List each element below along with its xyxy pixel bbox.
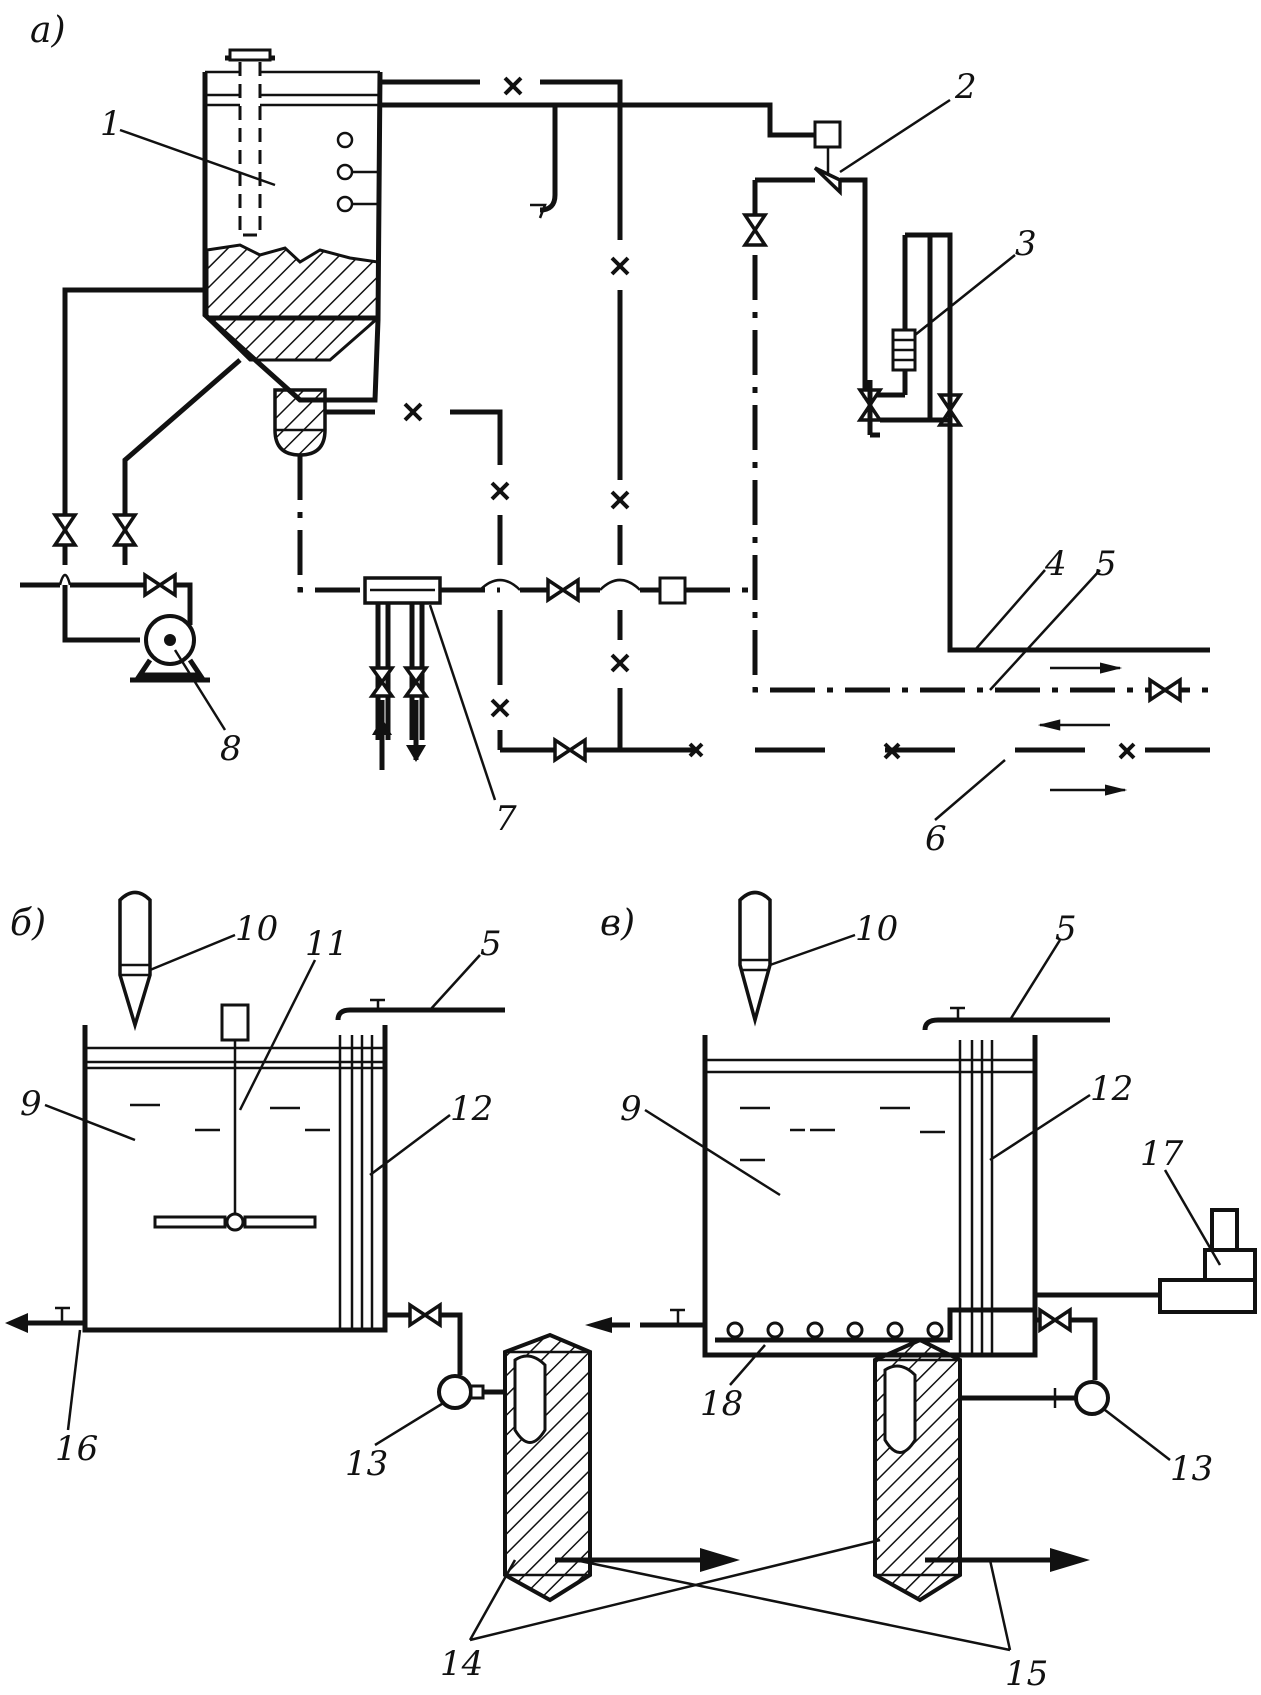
compressor-17	[1158, 1208, 1257, 1314]
pump-8	[130, 614, 210, 683]
label-5-c: 5	[1055, 909, 1077, 949]
level-sensor-10-b	[118, 890, 152, 1032]
label-1: 1	[100, 104, 122, 144]
label-18: 18	[700, 1384, 743, 1424]
valve-8b	[111, 513, 139, 547]
valve-line-5	[1148, 676, 1182, 704]
valve-8a	[51, 513, 79, 547]
label-6: 6	[925, 819, 947, 859]
panel-label-a: а)	[30, 10, 66, 51]
controller-2-head	[813, 120, 842, 149]
label-9-c: 9	[620, 1089, 642, 1129]
tank-9-c	[702, 1035, 1038, 1358]
label-3: 3	[1015, 224, 1037, 264]
label-5: 5	[1095, 544, 1117, 584]
pump-13-c	[1074, 1380, 1110, 1416]
label-7: 7	[495, 799, 517, 839]
label-14: 14	[440, 1644, 483, 1684]
valve-line-6	[553, 736, 587, 764]
label-12-c: 12	[1090, 1069, 1133, 1109]
label-2: 2	[954, 67, 977, 107]
label-11: 11	[305, 924, 348, 964]
label-13-c: 13	[1170, 1449, 1213, 1489]
filter-14-b	[503, 1332, 592, 1603]
label-10-b: 10	[235, 909, 278, 949]
small-controller	[658, 576, 687, 605]
label-5-b: 5	[480, 924, 502, 964]
label-10-c: 10	[855, 909, 898, 949]
filter-14-c	[873, 1337, 962, 1603]
label-15: 15	[1005, 1654, 1048, 1694]
label-16: 16	[55, 1429, 98, 1469]
control-valve-2	[813, 166, 842, 197]
label-17: 17	[1140, 1134, 1184, 1174]
mixer-11	[153, 1003, 317, 1232]
label-9-b: 9	[20, 1084, 42, 1124]
label-12-b: 12	[450, 1089, 493, 1129]
label-13-b: 13	[345, 1444, 388, 1484]
label-8: 8	[220, 729, 242, 769]
line-5-c	[922, 1017, 1110, 1031]
label-4: 4	[1044, 544, 1067, 584]
level-sensor-10-c	[738, 890, 772, 1027]
panel-label-b: б)	[10, 903, 46, 944]
line-4	[947, 380, 1210, 653]
valve-c-outlet	[1038, 1306, 1072, 1334]
tank-1	[202, 48, 383, 457]
valve-b-outlet	[408, 1301, 442, 1329]
valve-mid	[546, 576, 580, 604]
device-7	[363, 576, 442, 770]
valve-pump-inlet	[143, 571, 177, 599]
line-5-b	[335, 1007, 505, 1021]
panel-label-c: в)	[600, 903, 635, 944]
valve-air-top	[741, 213, 769, 247]
